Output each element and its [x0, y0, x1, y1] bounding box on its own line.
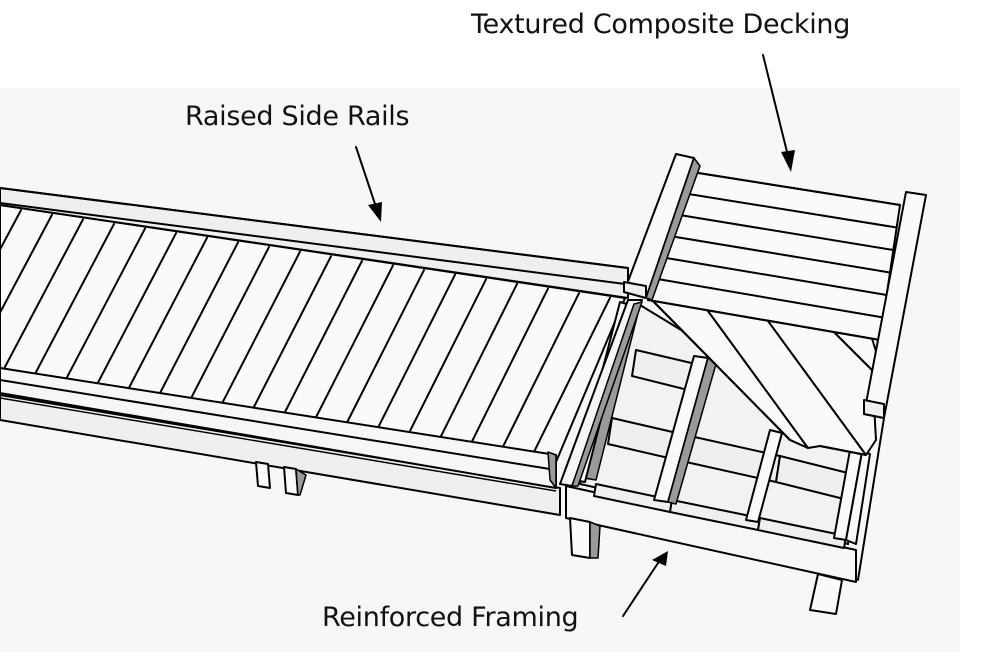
- deck-board-line: [376, 273, 456, 431]
- post-shadow: [589, 521, 601, 559]
- deck-board-line: [407, 278, 487, 436]
- walkway-section: [0, 187, 629, 516]
- deck-board-line: [0, 213, 53, 315]
- composite-board-line: [661, 256, 888, 296]
- deck-board-line: [0, 209, 22, 252]
- label-textured-composite-decking: Textured Composite Decking: [471, 9, 851, 40]
- support-post: [809, 573, 843, 615]
- composite-board-line: [676, 213, 895, 251]
- cross-blocking: [593, 349, 853, 549]
- deck-board-line: [438, 282, 518, 442]
- composite-decking-boards: [647, 171, 901, 341]
- left-rail-post-end: [623, 281, 647, 299]
- deck-board-line: [128, 236, 208, 389]
- walkway-deck-boards: [0, 209, 611, 457]
- deck-board-line: [159, 241, 239, 395]
- deck-board-line: [345, 269, 425, 426]
- deck-board-line: [469, 287, 549, 447]
- support-post: [569, 517, 591, 559]
- arrow-framing: [622, 551, 668, 617]
- composite-board-line: [647, 299, 881, 341]
- callout-arrows: [355, 54, 795, 617]
- joists: [653, 355, 871, 545]
- deck-board-line: [97, 232, 177, 384]
- joist-ends: [0, 397, 557, 492]
- composite-board-line: [683, 192, 898, 229]
- label-reinforced-framing: Reinforced Framing: [322, 602, 579, 633]
- cutaway-section: [559, 153, 927, 615]
- deck-board-line: [283, 259, 363, 416]
- arrow-rails: [355, 146, 382, 222]
- deck-board-line: [66, 227, 146, 379]
- composite-board-line: [654, 277, 885, 319]
- deck-board-line: [35, 222, 115, 374]
- deck-board-line: [314, 264, 394, 421]
- left-rail-post-shadow: [645, 157, 701, 301]
- right-rail-post-end: [863, 399, 885, 419]
- right-frame-edge: [857, 417, 885, 581]
- deck-board-line: [531, 296, 611, 457]
- label-raised-side-rails: Raised Side Rails: [185, 101, 410, 132]
- deck-board-line: [500, 292, 580, 452]
- composite-board-line: [691, 171, 901, 206]
- deck-board-line: [252, 255, 332, 410]
- deck-board-line: [190, 246, 270, 400]
- rail-end-shadow: [547, 451, 557, 489]
- walkway-posts: [255, 461, 307, 496]
- edge-shadow: [571, 301, 643, 487]
- arrow-decking: [762, 54, 795, 172]
- composite-board-line: [669, 235, 891, 274]
- deck-board-line: [221, 250, 301, 405]
- diagonal-decking-boards: [649, 297, 881, 456]
- deck-board-line: [4, 218, 84, 368]
